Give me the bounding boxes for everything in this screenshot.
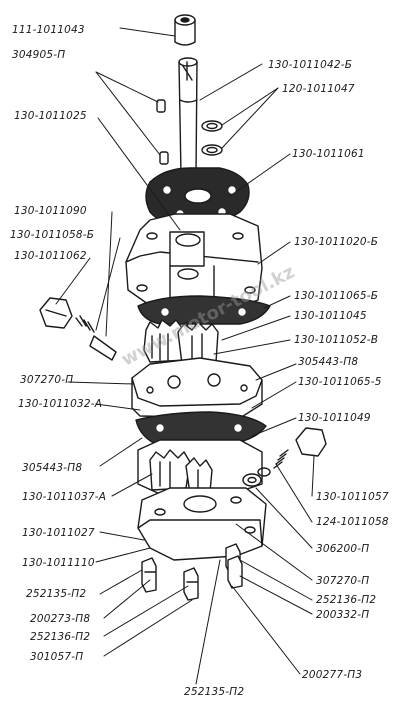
part-label: 130-1011065-5 (298, 376, 382, 388)
part-label: 200277-П3 (302, 669, 363, 681)
washers (201, 120, 223, 156)
upper-housing (125, 213, 263, 311)
part-label: 252136-П2 (30, 631, 91, 643)
part-label: 130-1011061 (292, 148, 365, 160)
gears-upper (143, 319, 219, 365)
gasket-2 (137, 295, 271, 325)
part-label: 301057-П (30, 651, 84, 663)
part-label: 130-1011052-В (294, 334, 379, 346)
right-plug-spring (242, 427, 327, 487)
part-label: 130-1011058-Б (10, 229, 95, 241)
drive-shaft (178, 57, 198, 178)
lower-housing (137, 439, 263, 495)
gasket-3 (135, 411, 267, 447)
part-label: 252135-П2 (184, 686, 245, 698)
part-label: 130-1011057 (316, 491, 389, 503)
part-label: 130-1011110 (22, 557, 95, 569)
part-label: 130-1011020-Б (294, 236, 379, 248)
bushing-part (174, 14, 196, 46)
part-label: 130-1011065-Б (294, 290, 379, 302)
part-label: 307270-П (20, 374, 74, 386)
part-label: 130-1011042-Б (268, 59, 353, 71)
part-label: 124-1011058 (316, 516, 389, 528)
part-label: 305443-П8 (22, 462, 83, 474)
part-label: 130-1011037-А (22, 491, 107, 503)
gasket-top (145, 167, 250, 227)
part-label: 306200-П (316, 543, 370, 555)
part-label: 130-1011032-А (18, 398, 103, 410)
part-label: 305443-П8 (298, 356, 359, 368)
part-label: 252135-П2 (26, 588, 87, 600)
part-label: 120-1011047 (282, 83, 355, 95)
leader-lines (55, 27, 315, 685)
plug-spring-valve (39, 297, 117, 361)
part-label: 130-1011049 (298, 412, 371, 424)
middle-plate (131, 357, 263, 419)
part-label: 200273-П8 (30, 613, 91, 625)
part-label: 200332-П (316, 609, 370, 621)
part-label: 252136-П2 (316, 594, 377, 606)
part-label: 130-1011062 (14, 250, 87, 262)
part-label: 130-1011045 (294, 310, 367, 322)
part-label: 307270-П (316, 575, 370, 587)
part-label: 130-1011025 (14, 110, 87, 122)
bottom-cover (137, 487, 267, 561)
part-label: 111-1011043 (12, 24, 85, 36)
part-label: 304905-П (12, 49, 66, 61)
part-label: 130-1011027 (22, 527, 95, 539)
part-label: 130-1011090 (14, 205, 87, 217)
key-parts (156, 99, 169, 165)
